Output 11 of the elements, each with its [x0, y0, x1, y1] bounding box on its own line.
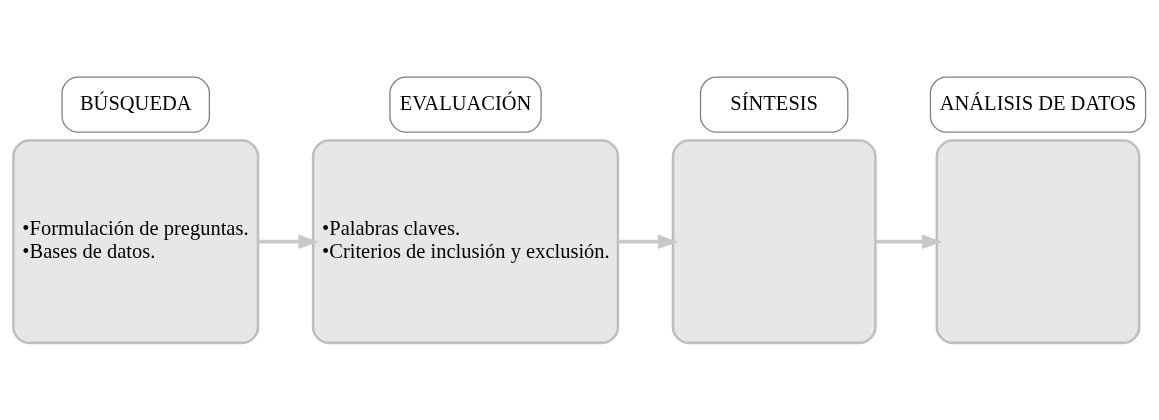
arrow: [875, 234, 943, 249]
node-box: ANÁLISIS DE DATOS: [929, 76, 1147, 133]
arrow: [258, 234, 319, 249]
node-box: EVALUACIÓN: [389, 76, 542, 133]
node-box: •Palabras claves. •Criterios de inclusión y exclusión.: [311, 139, 620, 345]
node-box: •Formulación de preguntas. •Bases de datos.: [12, 139, 260, 345]
node-box: BÚSQUEDA: [61, 76, 210, 133]
arrow: [618, 234, 679, 249]
node-box: [671, 139, 877, 345]
node-box: [935, 139, 1141, 345]
node-box: SÍNTESIS: [699, 76, 849, 133]
